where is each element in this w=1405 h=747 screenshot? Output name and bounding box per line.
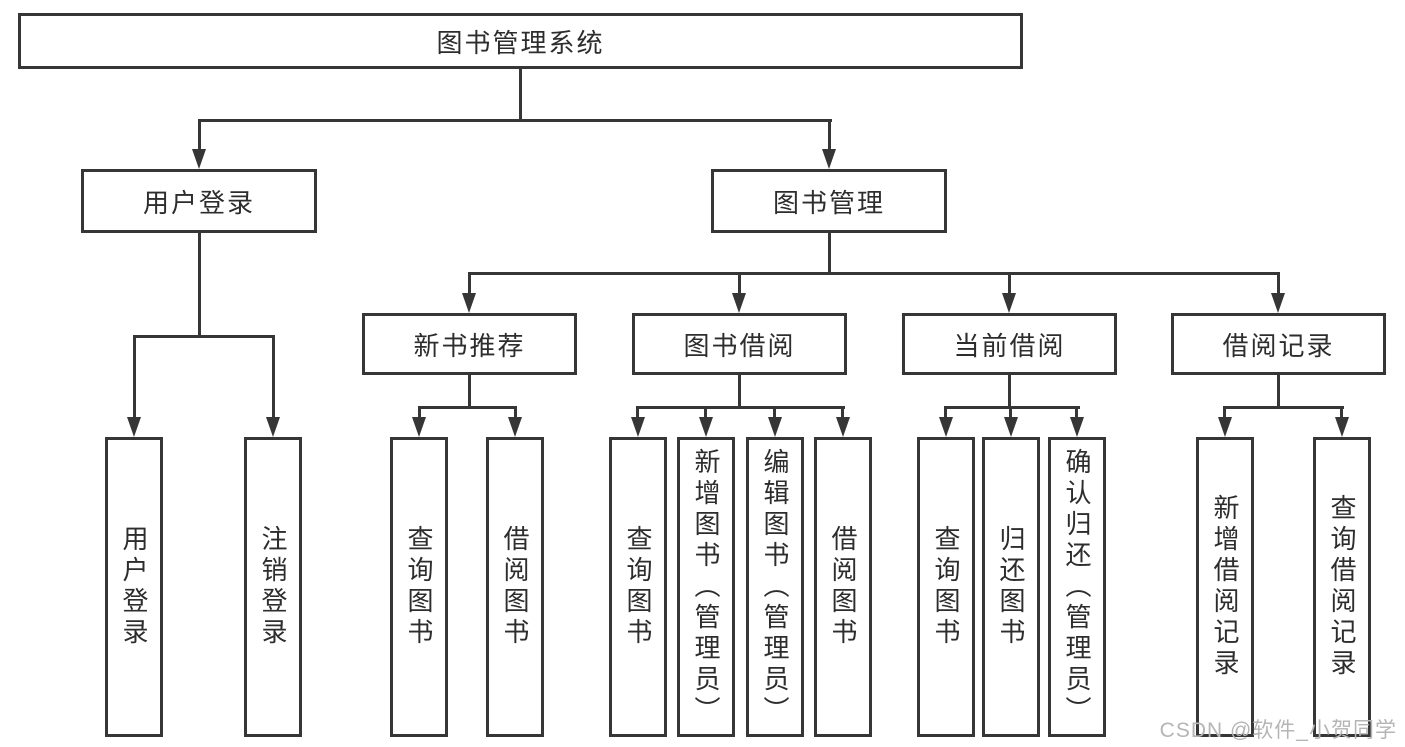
connector-line (133, 335, 136, 421)
node-label: 当前借阅 (953, 330, 1066, 361)
connector-arrowhead-down (266, 417, 280, 437)
connector-arrowhead-down (1335, 417, 1349, 437)
connector-line (944, 406, 1080, 409)
connector-line (1008, 272, 1011, 297)
connector-line (636, 406, 845, 409)
connector-arrowhead-down (822, 149, 836, 169)
connector-line (841, 406, 844, 421)
connector-arrowhead-down (939, 417, 953, 437)
connector-arrowhead-down (1218, 417, 1232, 437)
leaf-label: 新增图书（管理员） (691, 447, 721, 727)
node-new-book-recommend: 新书推荐 (362, 313, 577, 375)
leaf-query-borrow-record: 查询借阅记录 (1313, 437, 1371, 737)
leaf-label: 编辑图书（管理员） (760, 447, 790, 727)
connector-line (514, 406, 517, 421)
leaf-add-borrow-record: 新增借阅记录 (1196, 437, 1254, 737)
node-label: 图书管理 (772, 187, 885, 218)
leaf-user-login: 用户登录 (105, 437, 163, 737)
connector-arrowhead-down (699, 417, 713, 437)
leaf-label: 新增借阅记录 (1210, 494, 1240, 680)
connector-arrowhead-down (508, 417, 522, 437)
connector-line (944, 406, 947, 421)
leaf-borrow-query-books: 查询图书 (609, 437, 667, 737)
node-label: 图书管理系统 (436, 27, 605, 58)
connector-line (468, 272, 471, 297)
connector-line (198, 119, 201, 152)
connector-arrowhead-down (1070, 417, 1084, 437)
node-book-borrow: 图书借阅 (632, 313, 847, 375)
leaf-current-query-books: 查询图书 (917, 437, 975, 737)
leaf-label: 查询借阅记录 (1327, 494, 1357, 680)
connector-arrowhead-down (768, 417, 782, 437)
leaf-borrow-books: 借阅图书 (814, 437, 872, 737)
leaf-label: 查询图书 (931, 525, 961, 649)
leaf-label: 归还图书 (996, 525, 1026, 649)
connector-line (198, 119, 832, 122)
leaf-label: 注销登录 (258, 525, 288, 649)
node-user-login: 用户登录 (81, 169, 317, 233)
connector-line (636, 406, 639, 421)
connector-line (468, 375, 471, 406)
connector-line (828, 233, 831, 272)
node-label: 用户登录 (142, 187, 255, 218)
leaf-label: 借阅图书 (828, 525, 858, 649)
node-root-library-system: 图书管理系统 (18, 13, 1023, 69)
connector-arrowhead-down (631, 417, 645, 437)
node-label: 新书推荐 (413, 330, 526, 361)
leaf-recommend-query-books: 查询图书 (390, 437, 448, 737)
leaf-return-book: 归还图书 (982, 437, 1040, 737)
connector-line (519, 69, 522, 119)
connector-line (1009, 406, 1012, 421)
leaf-recommend-borrow-books: 借阅图书 (486, 437, 544, 737)
node-book-management: 图书管理 (711, 169, 947, 233)
leaf-label: 借阅图书 (500, 525, 530, 649)
leaf-edit-book-admin: 编辑图书（管理员） (746, 437, 804, 737)
node-label: 图书借阅 (683, 330, 796, 361)
connector-line (1223, 406, 1226, 421)
connector-arrowhead-down (192, 149, 206, 169)
connector-line (704, 406, 707, 421)
connector-arrowhead-down (1004, 417, 1018, 437)
leaf-label: 查询图书 (404, 525, 434, 649)
connector-line (828, 119, 831, 152)
connector-line (1277, 272, 1280, 297)
connector-arrowhead-down (1271, 293, 1285, 313)
connector-line (133, 335, 275, 338)
connector-arrowhead-down (732, 293, 746, 313)
connector-arrowhead-down (1002, 293, 1016, 313)
connector-line (1277, 375, 1280, 406)
leaf-logout: 注销登录 (244, 437, 302, 737)
connector-line (1008, 375, 1011, 406)
node-current-borrow: 当前借阅 (902, 313, 1117, 375)
leaf-label: 用户登录 (119, 525, 149, 649)
csdn-watermark: CSDN @软件_小贺同学 (1159, 719, 1397, 742)
connector-line (738, 375, 741, 406)
leaf-label: 确认归还（管理员） (1062, 447, 1092, 727)
connector-line (1223, 406, 1344, 409)
leaf-confirm-return-admin: 确认归还（管理员） (1048, 437, 1106, 737)
node-borrow-record: 借阅记录 (1171, 313, 1386, 375)
connector-arrowhead-down (127, 417, 141, 437)
connector-line (198, 233, 201, 335)
connector-line (1075, 406, 1078, 421)
connector-line (773, 406, 776, 421)
node-label: 借阅记录 (1222, 330, 1335, 361)
connector-line (418, 406, 421, 421)
connector-line (738, 272, 741, 297)
connector-line (468, 272, 1280, 275)
connector-line (1340, 406, 1343, 421)
connector-arrowhead-down (836, 417, 850, 437)
connector-arrowhead-down (412, 417, 426, 437)
connector-arrowhead-down (462, 293, 476, 313)
leaf-add-book-admin: 新增图书（管理员） (677, 437, 735, 737)
leaf-label: 查询图书 (623, 525, 653, 649)
connector-line (272, 335, 275, 421)
connector-line (418, 406, 517, 409)
